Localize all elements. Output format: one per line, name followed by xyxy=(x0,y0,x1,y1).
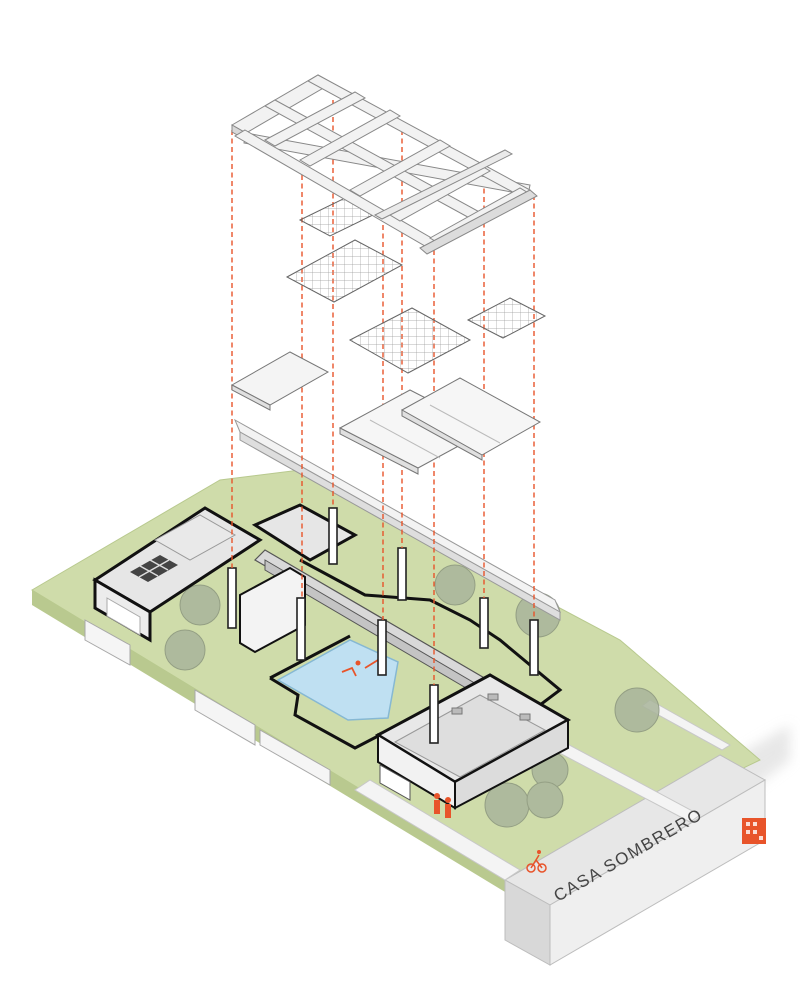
column xyxy=(529,619,539,676)
tree xyxy=(526,781,564,819)
column xyxy=(377,619,387,676)
column xyxy=(227,567,237,629)
boundary-walls xyxy=(84,619,331,786)
roof-grid xyxy=(230,74,538,255)
column xyxy=(429,684,439,744)
solar-panel xyxy=(285,239,404,303)
solar-panel xyxy=(466,297,547,339)
cyclist-icon xyxy=(526,850,547,873)
column xyxy=(397,547,407,601)
person-icon xyxy=(434,793,451,818)
tree xyxy=(164,629,206,671)
tree xyxy=(434,564,476,606)
columns xyxy=(227,507,539,744)
brand-logo-icon xyxy=(742,818,766,844)
exploded-panels xyxy=(230,197,547,475)
long-beam xyxy=(233,418,562,621)
column xyxy=(328,507,338,565)
tree xyxy=(179,584,221,626)
tree xyxy=(614,687,660,733)
ground-floor xyxy=(92,503,572,810)
column xyxy=(479,597,489,649)
pool xyxy=(276,639,399,721)
column xyxy=(296,597,306,661)
solar-panel xyxy=(348,307,472,374)
